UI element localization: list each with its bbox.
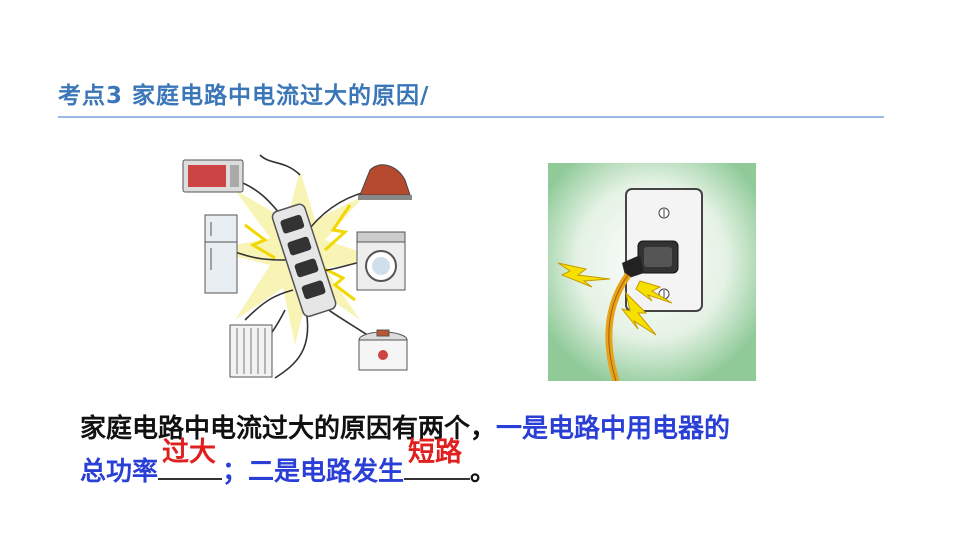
refrigerator-icon	[204, 214, 238, 294]
spark-icon	[557, 262, 673, 336]
answer-blank-2: 短路	[404, 437, 471, 480]
short-circuit-outlet-illustration	[548, 163, 756, 381]
iron-icon	[358, 164, 412, 200]
paragraph-intro: 家庭电路中电流过大的原因有两个，	[80, 414, 497, 444]
answer-1-text: 过大	[162, 437, 217, 468]
explanation-paragraph: 家庭电路中电流过大的原因有两个，一是电路中用电器的 总功率过大；二是电路发生短路…	[80, 410, 900, 491]
reason-two-lead: ；二是电路发生	[222, 457, 405, 487]
washing-machine-icon	[356, 231, 406, 291]
slide-title: 考点3 家庭电路中电流过大的原因/	[58, 83, 430, 109]
answer-2-text: 短路	[408, 437, 463, 468]
power-strip	[271, 203, 337, 318]
rice-cooker-icon	[358, 329, 408, 371]
oil-heater-icon	[229, 324, 273, 378]
reason-one-lead: 一是电路中用电器的	[496, 414, 731, 444]
reason-one-subject: 总功率	[80, 457, 159, 487]
paragraph-end-period: 。	[470, 457, 497, 487]
answer-blank-1: 过大	[158, 437, 223, 480]
microwave-icon	[182, 159, 244, 193]
spark-lines	[244, 204, 356, 302]
title-divider	[58, 116, 884, 118]
plug-icon	[622, 240, 679, 279]
overloaded-power-strip-illustration	[182, 154, 412, 379]
